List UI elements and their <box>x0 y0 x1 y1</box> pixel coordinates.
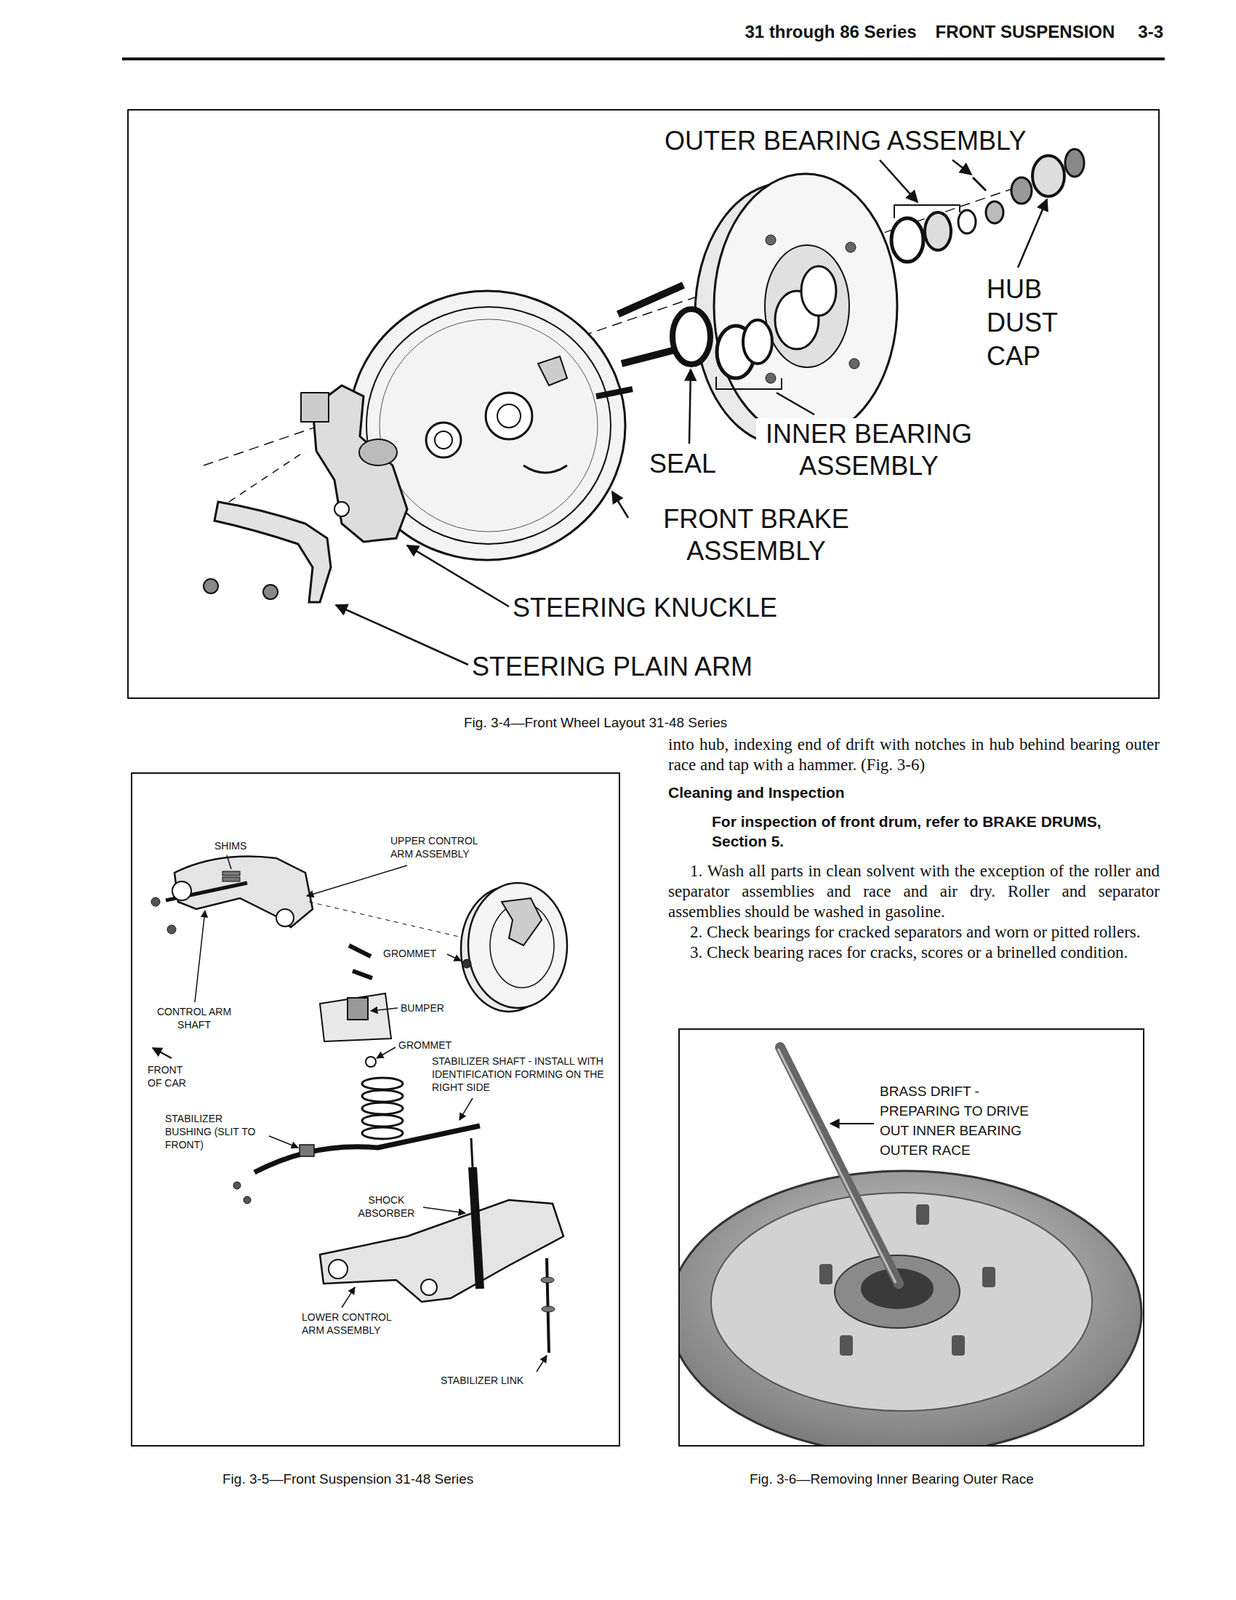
header-rule <box>122 57 1165 61</box>
part-label: FRONT OF CAR <box>147 1062 199 1090</box>
front-wheel-layout-drawing <box>203 149 1085 665</box>
figure-frame: SHIMS UPPER CONTROL ARM ASSEMBLY GROMMET CO… <box>130 772 621 1447</box>
body-column: into hub, indexing end of drift with not… <box>668 734 1160 963</box>
part-label: CONTROL ARM SHAFT <box>154 1004 235 1031</box>
part-label: INNER BEARING ASSEMBLY <box>756 418 982 483</box>
list-item: 2. Check bearings for cracked separators… <box>668 921 1160 943</box>
part-label: OUTER BEARING ASSEMBLY <box>664 125 1026 157</box>
callout-label: BRASS DRIFT - PREPARING TO DRIVE OUT INN… <box>879 1081 1055 1160</box>
figure-caption: Fig. 3-4—Front Wheel Layout 31-48 Series <box>463 713 728 732</box>
header-text: FRONT SUSPENSION <box>935 21 1116 43</box>
list-item: 3. Check bearing races for cracks, score… <box>668 942 1160 963</box>
figure-caption: Fig. 3-5—Front Suspension 31-48 Series <box>222 1470 474 1488</box>
part-label: GROMMET <box>398 1038 452 1052</box>
figure-frame: BRASS DRIFT - PREPARING TO DRIVE OUT INN… <box>678 1028 1145 1447</box>
part-label: STABILIZER LINK <box>440 1373 524 1387</box>
page-number: 3-3 <box>1137 21 1164 43</box>
part-label: STEERING PLAIN ARM <box>471 651 753 682</box>
part-label: GROMMET <box>383 946 437 960</box>
part-label: SHIMS <box>214 839 247 853</box>
part-label: UPPER CONTROL ARM ASSEMBLY <box>390 833 493 861</box>
list-item: 1. Wash all parts in clean solvent with … <box>668 860 1160 922</box>
figure-caption: Fig. 3-6—Removing Inner Bearing Outer Ra… <box>749 1470 1034 1488</box>
part-label: LOWER CONTROL ARM ASSEMBLY <box>301 1310 397 1337</box>
front-suspension-drawing <box>151 855 568 1372</box>
part-label: STEERING KNUCKLE <box>512 592 778 624</box>
part-label: STABILIZER SHAFT - INSTALL WITH IDENTIFI… <box>431 1054 616 1094</box>
drum-photo <box>679 1046 1142 1445</box>
part-label: HUB DUST CAP <box>986 272 1067 373</box>
body-paragraph: into hub, indexing end of drift with not… <box>668 734 1160 776</box>
figure-frame: OUTER BEARING ASSEMBLY HUB DUST CAP SEAL IN… <box>127 109 1160 699</box>
section-heading: Cleaning and Inspection <box>668 782 1160 803</box>
running-header: 31 through 86 Series FRONT SUSPENSION 3-3 <box>745 21 1164 43</box>
part-label: FRONT BRAKE ASSEMBLY <box>632 503 880 568</box>
part-label: SHOCK ABSORBER <box>351 1193 421 1220</box>
header-text: 31 through 86 Series <box>745 21 917 43</box>
note-text: For inspection of front drum, refer to B… <box>668 811 1160 851</box>
part-label: BUMPER <box>400 1001 445 1015</box>
part-label: STABILIZER BUSHING (SLIT TO FRONT) <box>165 1111 267 1151</box>
part-label: SEAL <box>649 448 717 480</box>
